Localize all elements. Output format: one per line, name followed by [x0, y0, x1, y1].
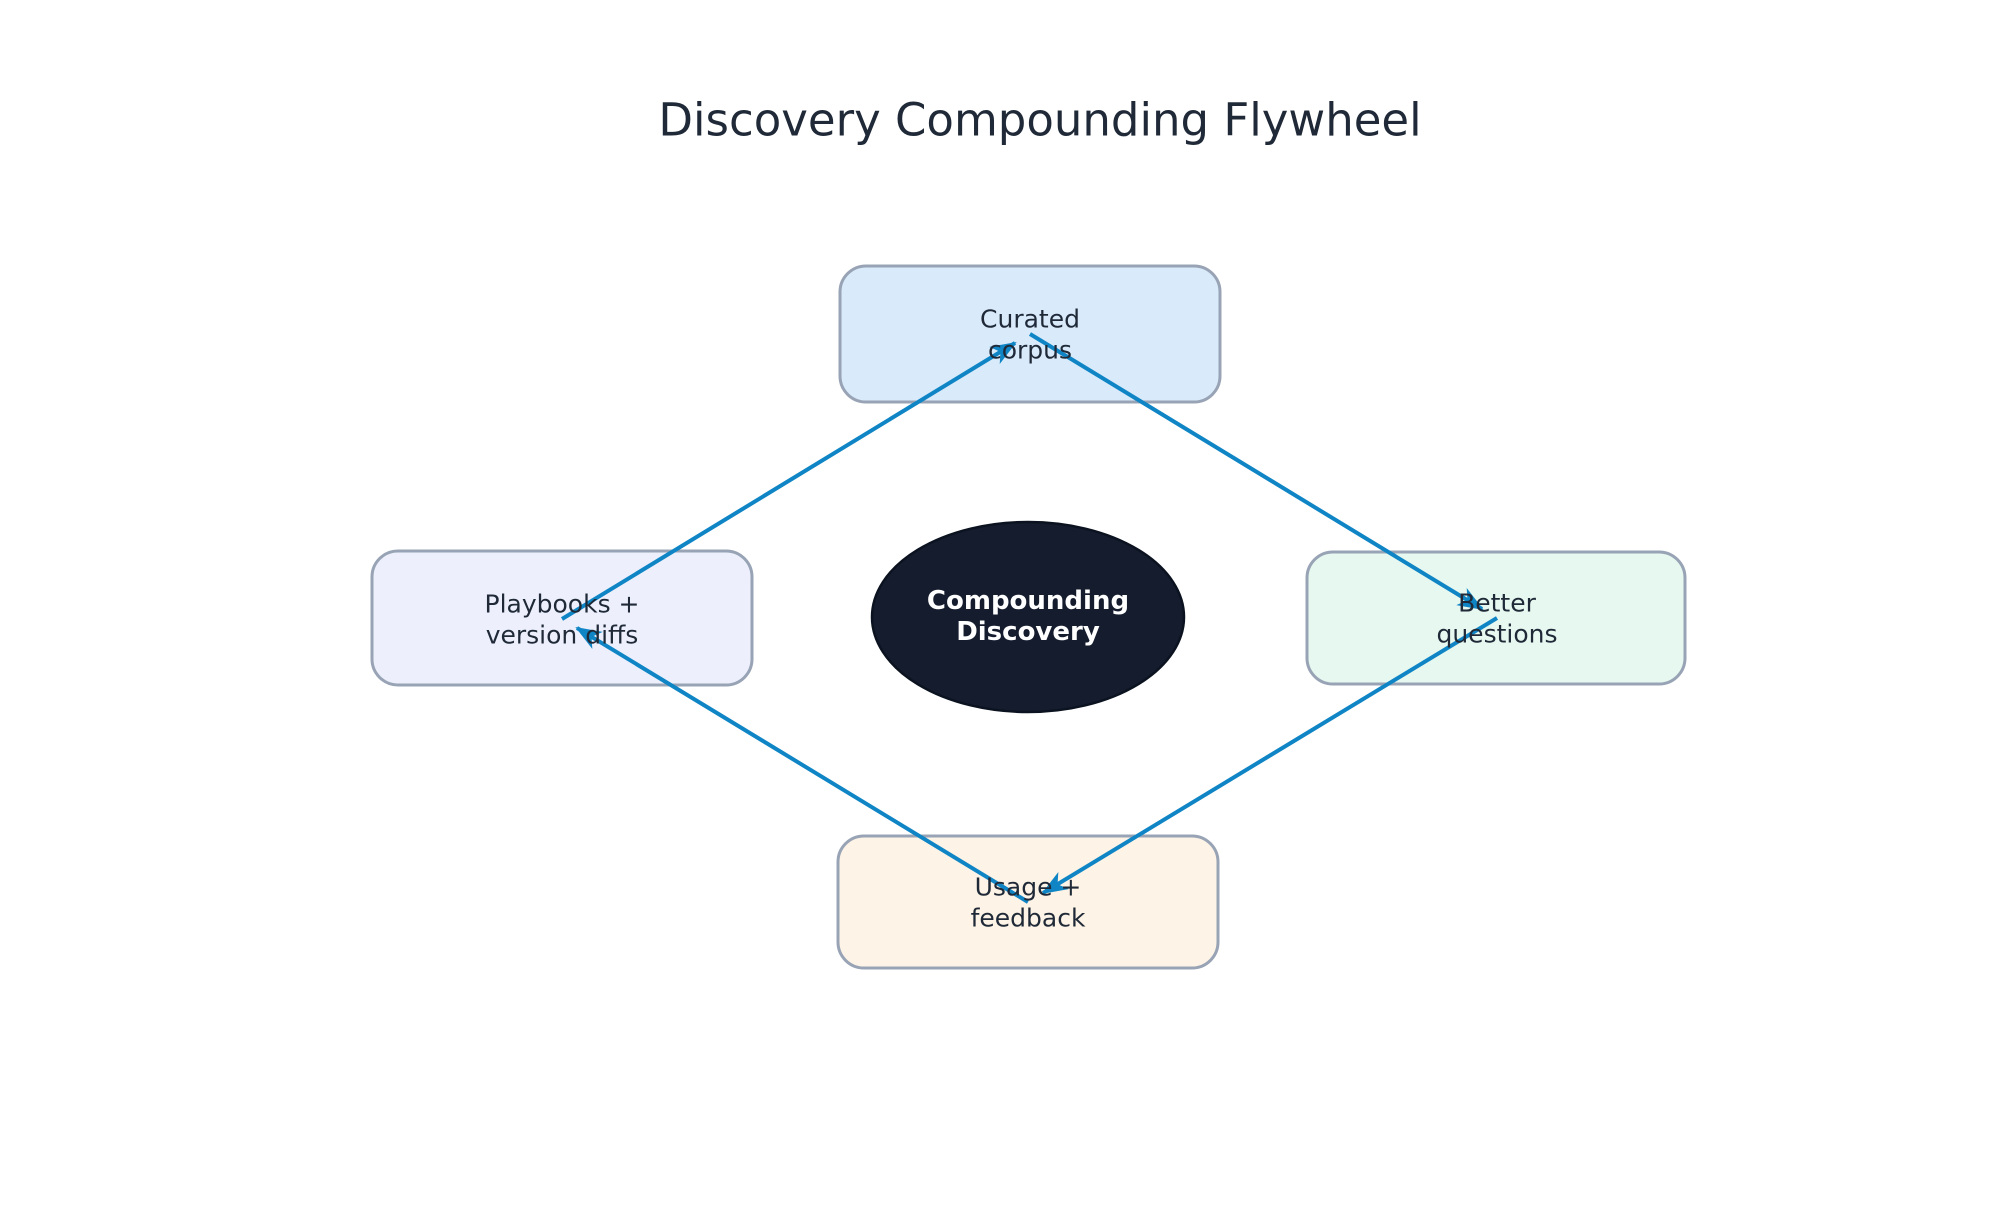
- node-label-better-questions-line2: questions: [1436, 620, 1557, 649]
- node-label-usage-feedback-line1: Usage +: [975, 873, 1082, 902]
- center-hub-ellipse: [870, 520, 1186, 714]
- hub-label-line1: Compounding: [927, 586, 1129, 616]
- node-label-playbooks-line1: Playbooks +: [485, 590, 640, 619]
- hub-label-line2: Discovery: [956, 617, 1100, 647]
- node-label-playbooks-line2: version diffs: [486, 621, 639, 650]
- node-label-curated-corpus-line2: corpus: [988, 336, 1072, 365]
- flow-arrow-corpus-to-questions: [1028, 332, 1484, 611]
- flow-arrow-questions-to-usage: [1041, 616, 1499, 895]
- node-label-usage-feedback-line2: feedback: [971, 904, 1086, 933]
- flow-arrow-usage-to-playbooks: [575, 626, 1030, 904]
- node-label-curated-corpus-line1: Curated: [980, 305, 1080, 334]
- flow-arrow-playbooks-to-corpus: [560, 341, 1017, 621]
- diagram-title: Discovery Compounding Flywheel: [658, 94, 1421, 147]
- node-label-better-questions-line1: Better: [1458, 589, 1537, 618]
